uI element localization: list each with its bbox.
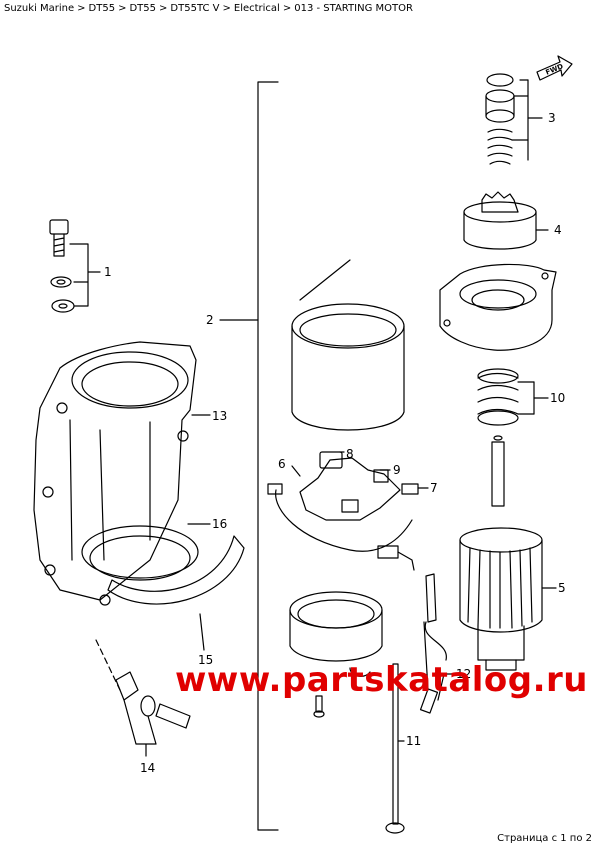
part-16-band (81, 523, 211, 581)
breadcrumb-link-model[interactable]: DT55 (88, 3, 116, 14)
breadcrumb-separator: > (222, 3, 231, 14)
callout-11[interactable]: 11 (406, 734, 421, 748)
callout-9[interactable]: 9 (393, 463, 401, 477)
watermark: www.partskatalog.ru (175, 660, 589, 700)
callout-14[interactable]: 14 (140, 761, 155, 775)
part-10-spring (477, 368, 549, 426)
callout-2[interactable]: 2 (206, 313, 214, 327)
page-counter: Страница с 1 по 2 (497, 833, 592, 844)
screw (313, 695, 325, 718)
callout-1[interactable]: 1 (104, 265, 112, 279)
part-5-armature (459, 435, 557, 671)
breadcrumb: Suzuki Marine>DT55>DT55>DT55TC V>Electri… (4, 3, 413, 14)
callout-7[interactable]: 7 (430, 481, 438, 495)
callout-15[interactable]: 15 (198, 653, 213, 667)
breadcrumb-separator: > (282, 3, 292, 14)
breadcrumb-link-submodel[interactable]: DT55 (129, 3, 157, 14)
part-11-through-bolt (385, 663, 405, 834)
field-frame (291, 259, 405, 431)
callout-13[interactable]: 13 (212, 409, 227, 423)
breadcrumb-current: 013 - STARTING MOTOR (294, 3, 413, 14)
front-housing (439, 263, 557, 351)
callout-10[interactable]: 10 (550, 391, 565, 405)
part-13-bracket (33, 341, 211, 606)
brush-holder (267, 451, 429, 571)
rear-end-cap (289, 591, 383, 677)
callout-12[interactable]: 12 (456, 667, 471, 681)
breadcrumb-separator: > (118, 3, 127, 14)
callout-3[interactable]: 3 (548, 111, 556, 125)
breadcrumb-link-variant[interactable]: DT55TC V (170, 3, 220, 14)
callout-16[interactable]: 16 (212, 517, 227, 531)
part-4-pinion-gear (463, 191, 549, 250)
callout-4[interactable]: 4 (554, 223, 562, 237)
callout-8[interactable]: 8 (346, 447, 354, 461)
part-12-connectors (419, 573, 455, 714)
fwd-arrow-icon: FWD (536, 55, 573, 81)
part-3-clip-spring (485, 73, 543, 165)
group-bracket (257, 81, 279, 831)
part-15-strap (107, 535, 245, 651)
part-14-bolt-nut (95, 639, 191, 757)
breadcrumb-separator: > (159, 3, 168, 14)
breadcrumb-separator: > (77, 3, 86, 14)
callout-6[interactable]: 6 (278, 457, 286, 471)
breadcrumb-link-brand[interactable]: Suzuki Marine (4, 3, 75, 14)
breadcrumb-link-category[interactable]: Electrical (233, 3, 280, 14)
callout-5[interactable]: 5 (558, 581, 566, 595)
part-1-bolt-washers (49, 219, 101, 313)
